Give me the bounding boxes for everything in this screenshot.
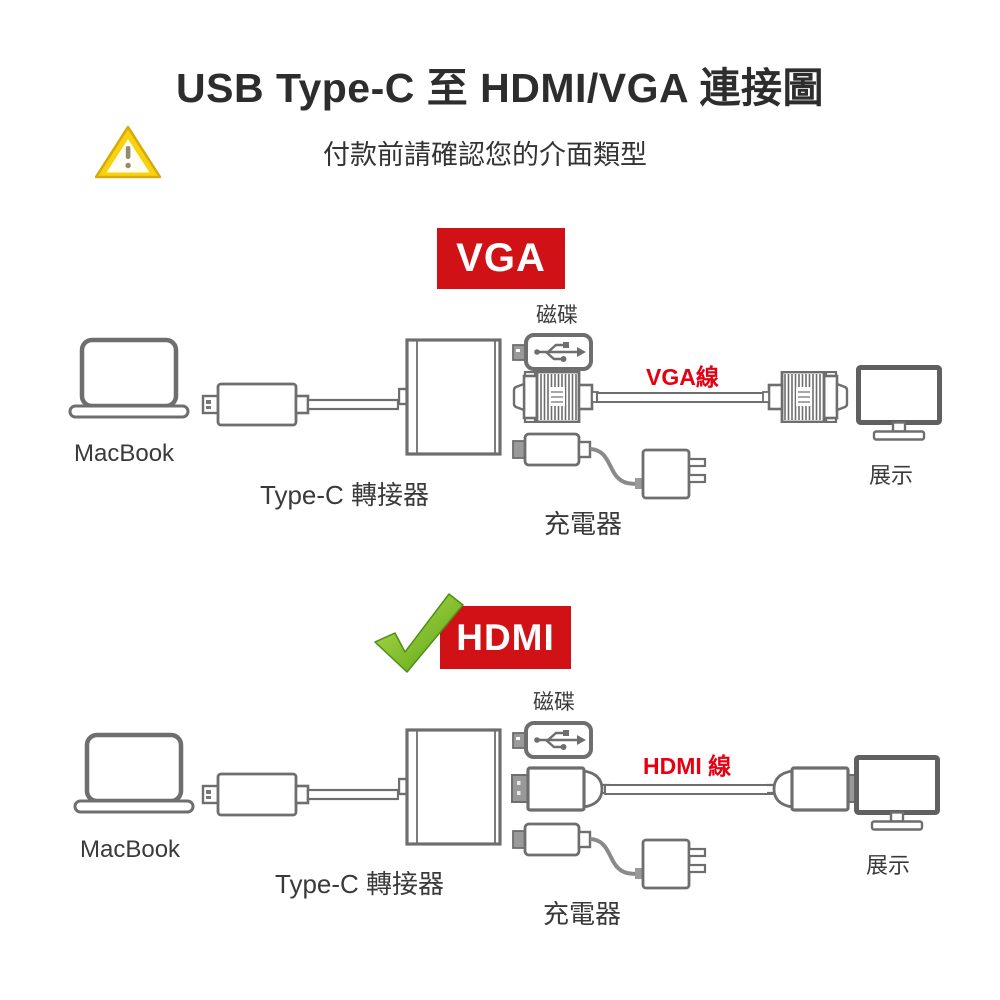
- vga-cable-line: [596, 392, 772, 403]
- charger-label: 充電器: [544, 509, 623, 539]
- disk-label: 磁碟: [533, 691, 575, 714]
- typec-plug-icon: [201, 377, 399, 433]
- adapter-label: Type-C 轉接器: [260, 480, 430, 510]
- display-label: 展示: [866, 853, 911, 878]
- laptop-label: MacBook: [74, 440, 175, 467]
- usb-drive-icon: [511, 721, 593, 759]
- monitor-icon: [855, 364, 943, 443]
- page-title: USB Type-C 至 HDMI/VGA 連接圖: [175, 65, 825, 111]
- disk-label: 磁碟: [536, 304, 578, 327]
- laptop-icon: [68, 337, 190, 423]
- typec-plug-icon: [201, 767, 399, 823]
- hdmi-connector-right-icon: [766, 765, 866, 813]
- vga-connector-left-icon: [511, 371, 599, 423]
- adapter-icon: [398, 338, 502, 456]
- laptop-icon: [73, 732, 195, 818]
- warning-icon: [92, 122, 164, 182]
- hdmi-cable-line: [604, 784, 776, 795]
- hdmi-cable-label: HDMI 線: [643, 753, 732, 779]
- vga-connector-right-icon: [762, 371, 850, 423]
- display-label: 展示: [869, 463, 914, 488]
- hdmi-connector-left-icon: [510, 765, 610, 813]
- charger-label: 充電器: [543, 899, 622, 929]
- confirm-notice: 付款前請確認您的介面類型: [323, 140, 647, 170]
- check-icon: [363, 588, 467, 676]
- usb-drive-icon: [511, 333, 593, 371]
- vga-badge: VGA: [437, 228, 565, 289]
- adapter-label: Type-C 轉接器: [275, 869, 445, 899]
- charger-icon: [511, 818, 707, 894]
- vga-cable-label: VGA線: [646, 364, 719, 390]
- laptop-label: MacBook: [80, 836, 181, 863]
- charger-icon: [511, 428, 707, 504]
- hdmi-badge: HDMI: [440, 606, 571, 669]
- monitor-icon: [853, 754, 941, 833]
- adapter-icon: [398, 728, 502, 846]
